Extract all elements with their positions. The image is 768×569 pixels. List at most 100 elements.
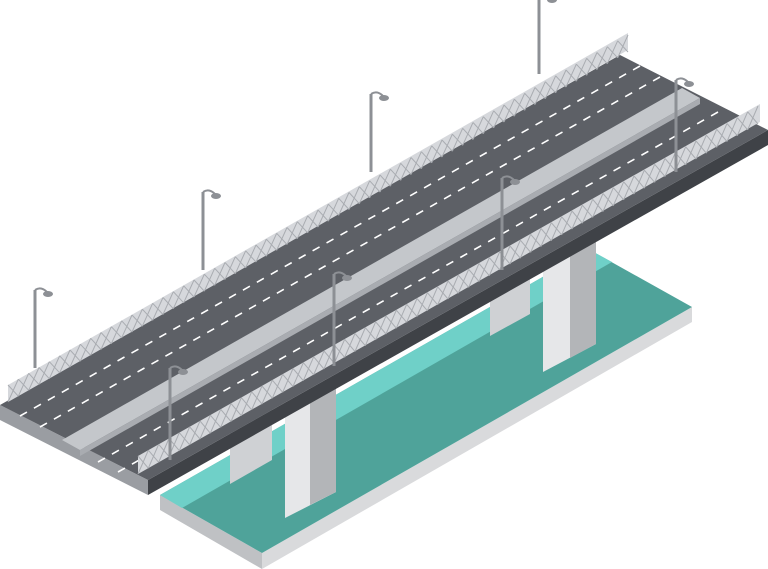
truss-diagonal bbox=[513, 98, 526, 111]
railing-right bbox=[137, 104, 760, 475]
truss-diagonal bbox=[313, 356, 325, 370]
truss-diagonal bbox=[354, 333, 366, 346]
truss-diagonal bbox=[240, 397, 253, 411]
truss-diagonal bbox=[395, 309, 408, 323]
median-barrier-side bbox=[80, 98, 700, 456]
truss-diagonal bbox=[245, 250, 257, 263]
pier-right bbox=[490, 230, 596, 372]
truss-diagonal bbox=[379, 174, 391, 187]
truss-diagonal bbox=[544, 81, 557, 94]
truss-diagonal bbox=[100, 332, 112, 345]
lamp-arm bbox=[333, 271, 347, 277]
truss-diagonal bbox=[612, 187, 625, 201]
truss-diagonal bbox=[7, 384, 19, 397]
truss-diagonal bbox=[90, 337, 102, 350]
truss-diagonal bbox=[203, 273, 216, 286]
truss-diagonal bbox=[431, 145, 443, 158]
median-barrier bbox=[62, 88, 700, 450]
truss-diagonal bbox=[705, 134, 718, 148]
truss-diagonal bbox=[137, 455, 149, 469]
truss-diagonal bbox=[561, 216, 573, 230]
railings bbox=[7, 33, 760, 475]
truss-diagonal bbox=[389, 168, 402, 181]
truss-diagonal bbox=[426, 292, 439, 306]
truss-diagonal bbox=[437, 286, 449, 300]
truss-diagonal bbox=[447, 280, 459, 294]
truss-diagonal bbox=[209, 414, 222, 428]
truss-diagonal bbox=[110, 326, 123, 339]
railing-right-panel bbox=[138, 104, 760, 474]
truss-diagonal bbox=[524, 92, 536, 105]
truss-diagonal bbox=[255, 244, 267, 257]
truss-diagonal bbox=[271, 379, 284, 393]
truss-diagonal bbox=[736, 117, 749, 131]
truss-diagonal bbox=[141, 308, 154, 321]
truss-diagonal bbox=[28, 372, 40, 385]
truss-diagonal bbox=[468, 269, 480, 282]
lamp-head bbox=[178, 369, 188, 375]
truss-diagonal bbox=[643, 169, 656, 183]
truss-diagonal bbox=[592, 199, 604, 212]
truss-diagonal bbox=[633, 175, 645, 189]
lane-line bbox=[39, 76, 661, 428]
truss-diagonal bbox=[555, 75, 567, 88]
truss-diagonal bbox=[726, 123, 738, 136]
railing-left-truss bbox=[7, 34, 629, 403]
truss-diagonal bbox=[162, 297, 174, 310]
truss-diagonal bbox=[406, 304, 418, 317]
truss-diagonal bbox=[493, 110, 505, 123]
truss-diagonal bbox=[261, 385, 273, 399]
truss-diagonal bbox=[158, 444, 170, 457]
truss-diagonal bbox=[534, 87, 546, 100]
truss-diagonal bbox=[348, 192, 360, 205]
truss-diagonal bbox=[664, 158, 676, 171]
base-front-face bbox=[160, 495, 262, 569]
lamp-arm bbox=[675, 77, 689, 83]
truss-diagonal bbox=[441, 139, 453, 152]
lamp-head bbox=[547, 0, 557, 3]
truss-diagonal bbox=[586, 57, 598, 70]
truss-diagonal bbox=[69, 349, 81, 362]
truss-diagonal bbox=[224, 262, 236, 275]
lamp-head bbox=[211, 193, 221, 199]
lamp-head bbox=[510, 179, 520, 185]
truss-diagonal bbox=[327, 203, 340, 216]
railing-right-truss bbox=[137, 105, 759, 475]
lane-line bbox=[97, 111, 719, 463]
truss-diagonal bbox=[59, 355, 71, 368]
truss-diagonal bbox=[565, 69, 577, 82]
truss-diagonal bbox=[575, 63, 588, 76]
truss-diagonal bbox=[478, 263, 490, 276]
street-lamps bbox=[33, 0, 694, 460]
railing-left-panel bbox=[8, 33, 628, 402]
truss-diagonal bbox=[230, 403, 242, 416]
truss-diagonal bbox=[519, 239, 532, 253]
truss-diagonal bbox=[695, 140, 707, 154]
lamp-head bbox=[379, 95, 389, 101]
truss-diagonal bbox=[286, 227, 298, 240]
truss-diagonal bbox=[685, 146, 697, 160]
truss-diagonal bbox=[265, 238, 278, 251]
truss-diagonal bbox=[338, 197, 350, 210]
deck-underside bbox=[148, 130, 768, 495]
truss-diagonal bbox=[482, 116, 495, 129]
bridge-piers bbox=[230, 230, 596, 518]
truss-diagonal bbox=[596, 52, 608, 65]
truss-diagonal bbox=[369, 180, 381, 193]
lamp-head bbox=[684, 81, 694, 87]
truss-diagonal bbox=[364, 327, 377, 341]
truss-diagonal bbox=[451, 133, 464, 146]
truss-diagonal bbox=[131, 314, 143, 327]
truss-diagonal bbox=[654, 164, 666, 177]
truss-diagonal bbox=[530, 234, 542, 247]
lamp-arm bbox=[370, 91, 384, 97]
truss-diagonal bbox=[358, 186, 371, 199]
truss-diagonal bbox=[152, 302, 164, 315]
truss-diagonal bbox=[79, 343, 92, 356]
truss-diagonal bbox=[488, 257, 501, 271]
truss-diagonal bbox=[344, 339, 356, 352]
lamp-head bbox=[43, 291, 53, 297]
truss-diagonal bbox=[147, 449, 160, 463]
truss-diagonal bbox=[416, 298, 428, 311]
truss-diagonal bbox=[307, 215, 319, 228]
